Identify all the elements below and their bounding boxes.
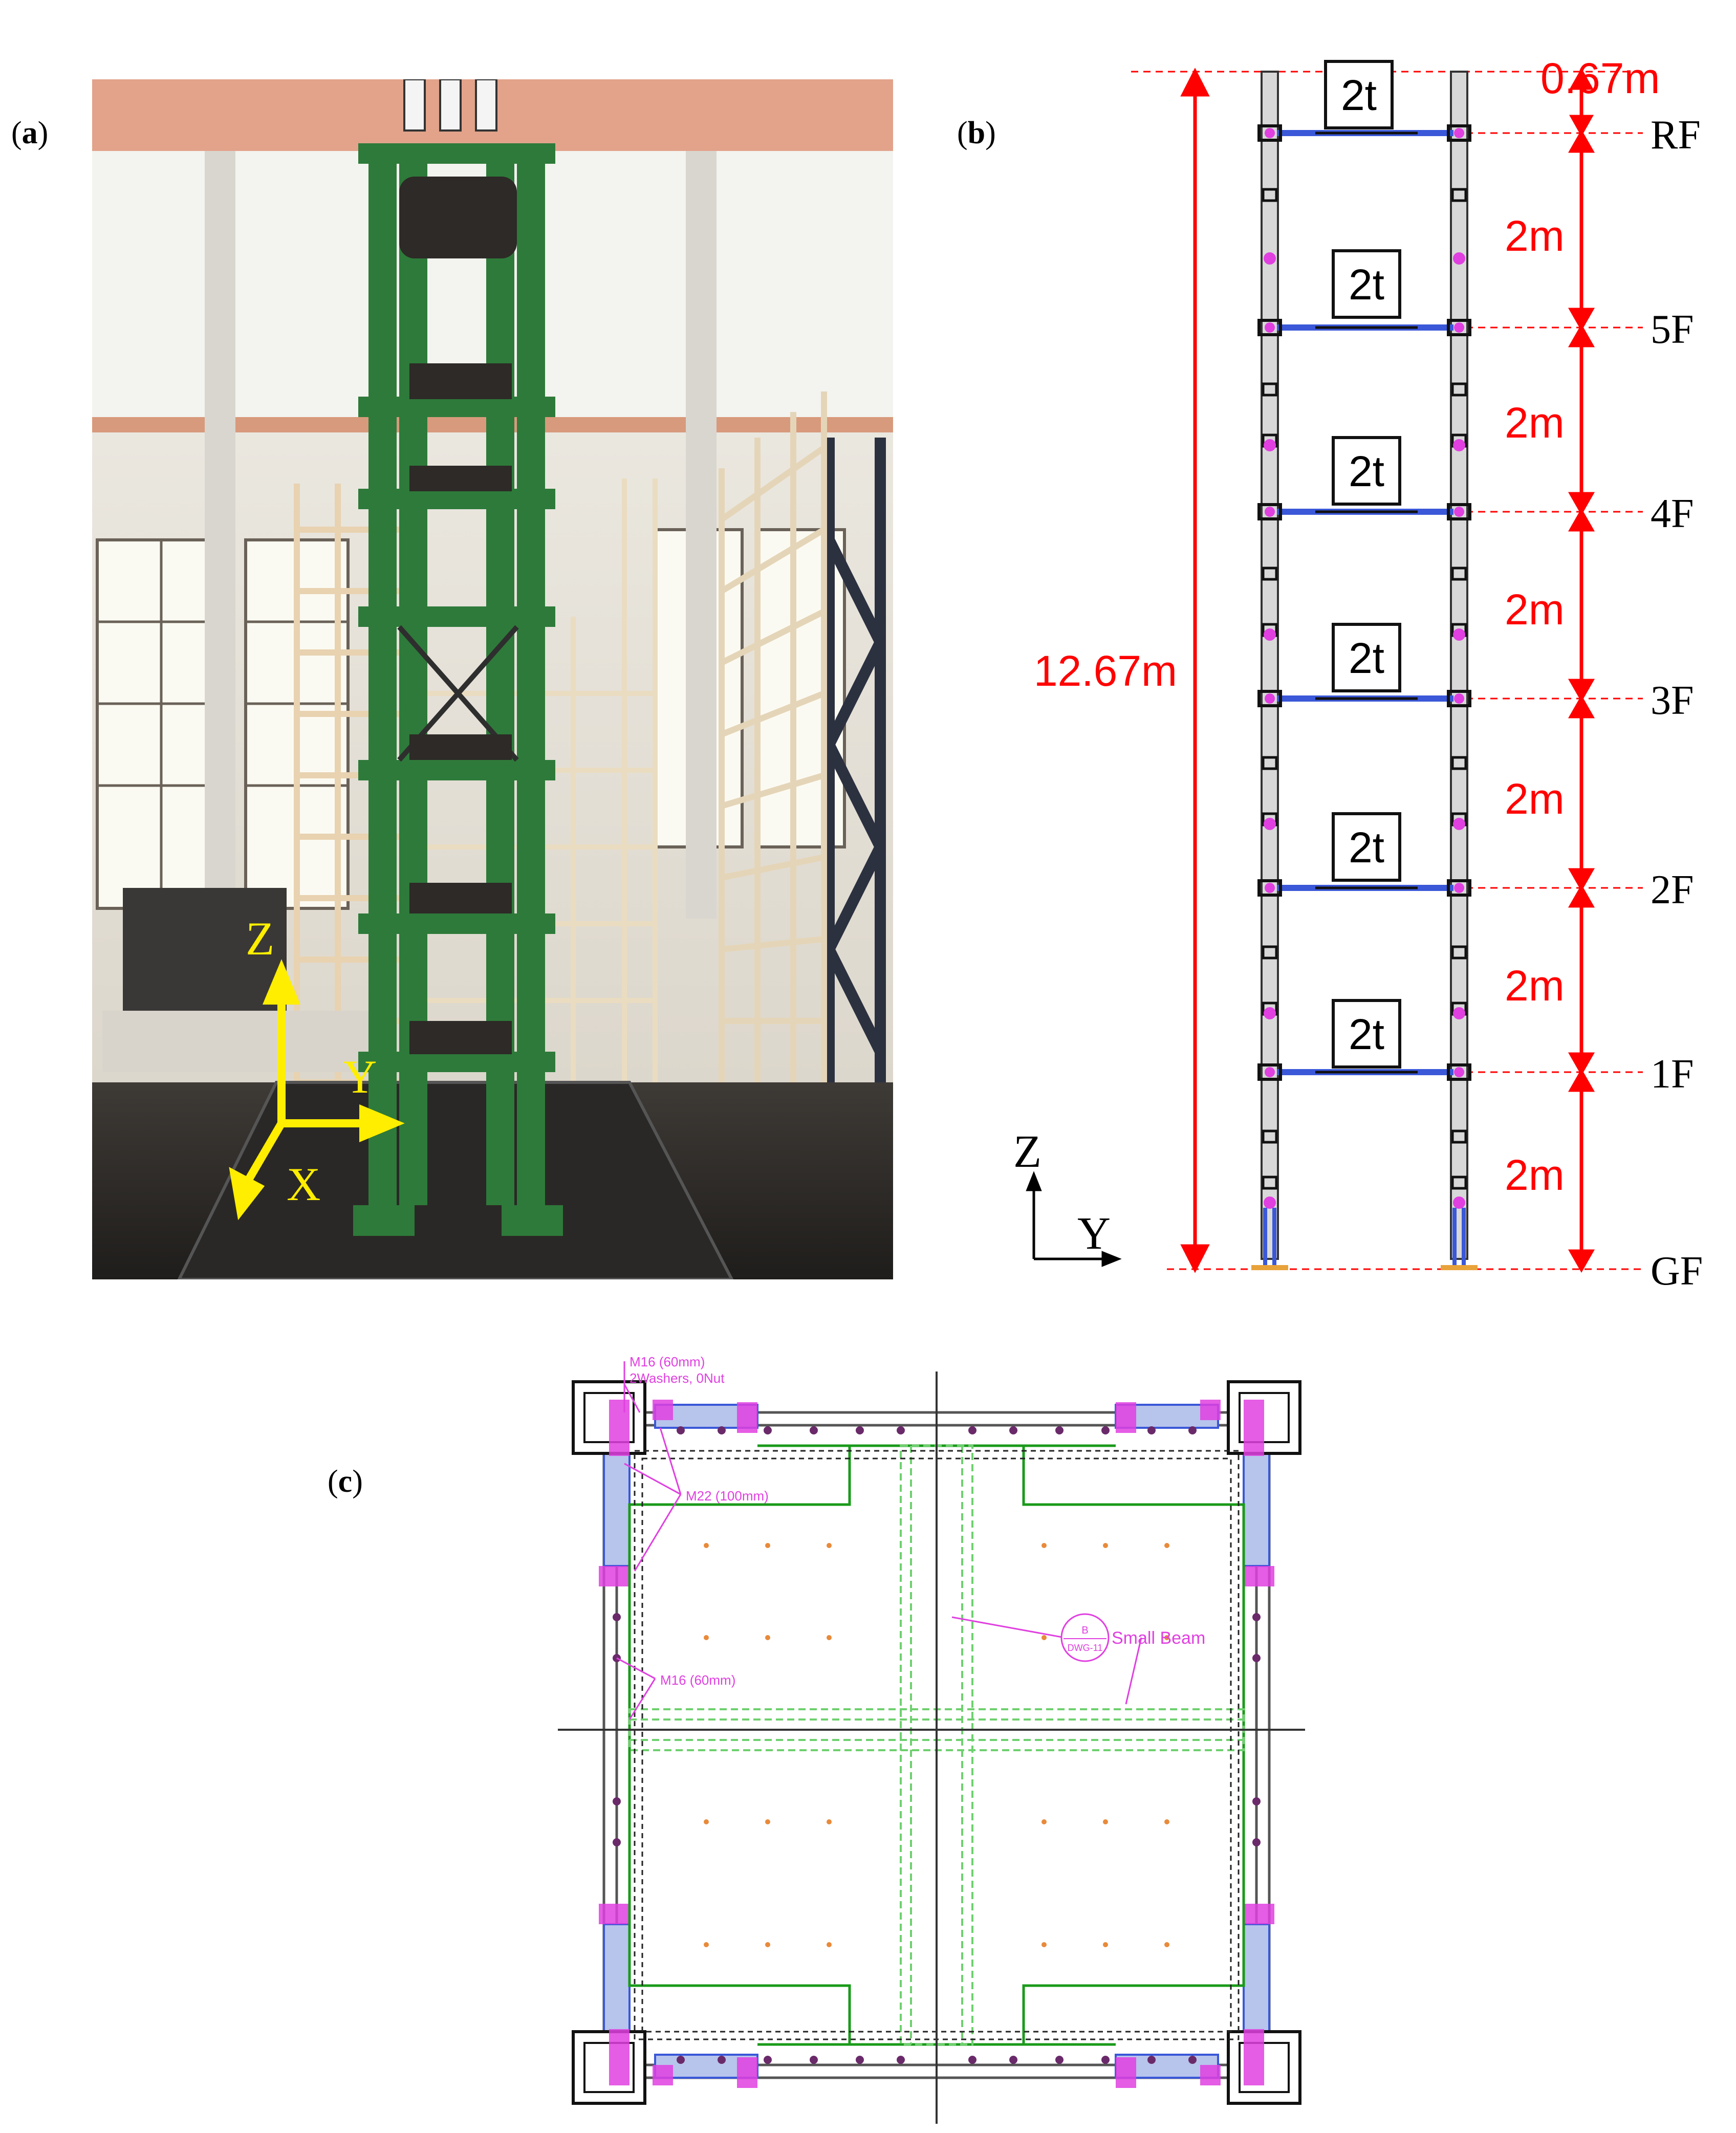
photo-axis-indicator xyxy=(229,959,405,1221)
floor-label-2f: 2F xyxy=(1651,867,1694,912)
panel-b-label: (b) xyxy=(957,116,996,150)
note-m16: M16 (60mm) xyxy=(660,1672,735,1688)
small-beam-callout: B DWG-11 Small Beam xyxy=(1060,1613,1205,1662)
top-offset-label: 0.67m xyxy=(1540,56,1660,102)
floor-label-4f: 4F xyxy=(1651,491,1694,536)
total-height-dimension xyxy=(1180,68,1210,1273)
floor-plate-outline-tl xyxy=(628,1444,851,1638)
panel-a-letter: a xyxy=(21,116,38,150)
shake-table-platform xyxy=(177,1081,734,1279)
elevation-axis-indicator xyxy=(1026,1171,1122,1267)
floor-label-1f: 1F xyxy=(1651,1052,1694,1097)
mass-label-2f: 2t xyxy=(1349,823,1384,872)
center-axes xyxy=(558,1372,1305,2124)
panel-c-letter: c xyxy=(338,1464,353,1499)
column-bolts xyxy=(1264,128,1465,1209)
mass-label-5f: 2t xyxy=(1349,260,1384,309)
floor-plate-outline-bl xyxy=(628,1853,851,2046)
top-devices xyxy=(403,79,497,132)
test-frame-photo: Z Y X xyxy=(92,79,893,1279)
plate-bolts xyxy=(613,1426,1261,2064)
mass-label-3f: 2t xyxy=(1349,634,1384,682)
frame-columns xyxy=(1261,71,1468,1260)
column-base-posts xyxy=(1263,1208,1466,1267)
anchor-dots xyxy=(704,1543,1169,1947)
story-label-3f-4f: 2m xyxy=(1505,585,1565,634)
photo-axis-x-label: X xyxy=(287,1158,320,1210)
callout-bubble-top: B xyxy=(1081,1625,1088,1636)
callout-bubble-bottom: DWG-11 xyxy=(1068,1643,1103,1653)
story-label-2f-3f: 2m xyxy=(1505,775,1565,823)
floor-label-rf: RF xyxy=(1651,113,1701,158)
machinery-base xyxy=(102,1011,389,1072)
elevation-axis-z-label: Z xyxy=(1013,1126,1041,1177)
base-plates xyxy=(1251,1265,1478,1270)
annotation-leaders xyxy=(616,1361,1142,1720)
panel-c-label: (c) xyxy=(328,1464,363,1499)
story-label-4f-5f: 2m xyxy=(1505,399,1565,447)
story-label-5f-rf: 2m xyxy=(1505,212,1565,260)
mass-blocks xyxy=(399,177,517,1054)
floor-label-3f: 3F xyxy=(1651,678,1694,723)
mass-label-1f: 2t xyxy=(1349,1010,1384,1058)
story-dimensions xyxy=(1568,68,1595,1273)
mass-boxes xyxy=(1324,60,1401,1069)
photo-axis-y-label: Y xyxy=(343,1051,377,1103)
beam-column-joints xyxy=(1257,124,1471,1081)
plan-svg: M16 (60mm) 2Washers, 0Nut M22 (100mm) M1… xyxy=(558,1354,1305,2124)
total-height-label: 12.67m xyxy=(1034,647,1177,695)
elevation-svg: 2t 2t 2t 2t 2t 2t 12.67m xyxy=(1013,54,1703,1294)
note-m22: M22 (100mm) xyxy=(686,1488,769,1504)
floor-plate-outline-tr xyxy=(1022,1444,1245,1638)
floor-beams xyxy=(1277,130,1453,1075)
story-label-gf-1f: 2m xyxy=(1505,1151,1565,1199)
blue-beam-segments xyxy=(603,1404,1270,2079)
photo-illustration: Z Y X xyxy=(92,79,893,1279)
panel-b-letter: b xyxy=(967,116,986,150)
note-small-beam: Small Beam xyxy=(1112,1628,1205,1648)
photo-axis-z-label: Z xyxy=(246,912,274,965)
floor-plan-drawing: M16 (60mm) 2Washers, 0Nut M22 (100mm) M1… xyxy=(553,1351,1310,2129)
floor-plate-outline-br xyxy=(1022,1853,1245,2046)
machinery-left xyxy=(123,888,287,1021)
mass-label-rf: 2t xyxy=(1341,71,1377,119)
note-m16-washers-line1: M16 (60mm) xyxy=(630,1354,705,1369)
connection-plates xyxy=(599,1400,1274,2088)
elevation-axis-y-label: Y xyxy=(1077,1208,1111,1259)
floor-label-gf: GF xyxy=(1651,1249,1703,1294)
floor-label-5f: 5F xyxy=(1651,307,1694,352)
story-label-1f-2f: 2m xyxy=(1505,962,1565,1010)
mass-label-4f: 2t xyxy=(1349,447,1384,495)
note-m16-washers-line2: 2Washers, 0Nut xyxy=(630,1370,725,1386)
panel-a-label: (a) xyxy=(11,116,49,150)
wall-pillar-left xyxy=(205,151,235,919)
wall-pillar-right xyxy=(686,151,717,919)
frame-elevation-diagram: 2t 2t 2t 2t 2t 2t 12.67m xyxy=(962,54,1730,1320)
